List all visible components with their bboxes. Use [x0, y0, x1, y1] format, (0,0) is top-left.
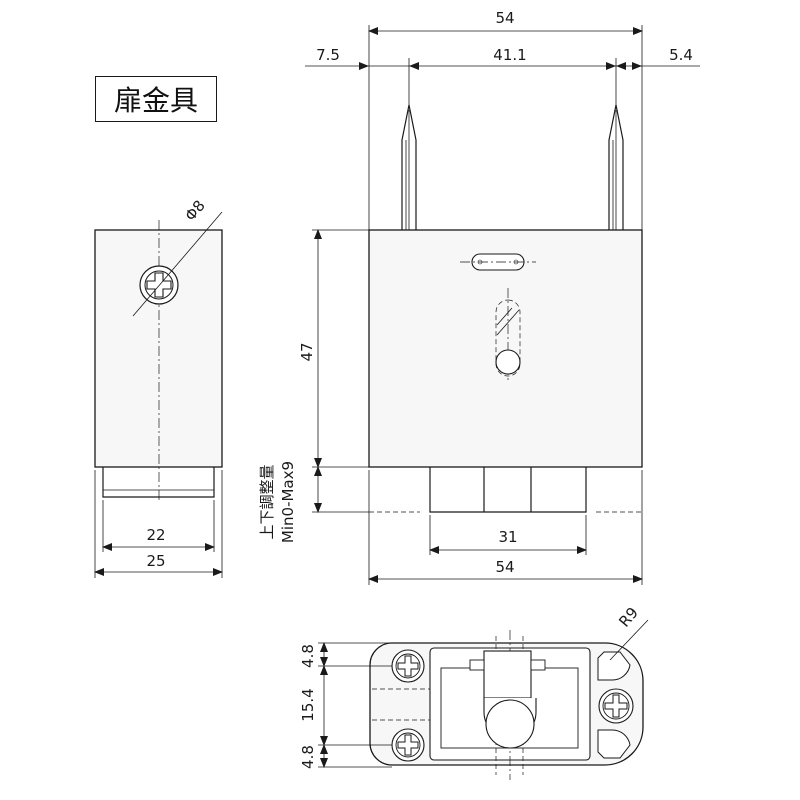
- plan-view: R9 4.8 15.4 4.8: [299, 604, 649, 780]
- dim-bottom-inner-width: 31: [498, 528, 517, 546]
- dim-height: 47: [298, 342, 316, 361]
- radius-label: R9: [615, 604, 642, 631]
- plan-boss: [485, 699, 535, 749]
- phillips-screw-icon: [391, 728, 425, 762]
- dim-side-inner-width: 22: [146, 526, 165, 544]
- front-view: 54 7.5 41.1 5.4 47 上下調整量 Min0-Max9 31 54: [258, 9, 700, 585]
- hidden-adjust-slot: [495, 299, 521, 377]
- dim-top-width: 54: [495, 9, 514, 27]
- dim-plan-bottom: 4.8: [299, 745, 317, 769]
- diameter-label: Φ8: [181, 197, 209, 225]
- phillips-screw-icon: [391, 649, 425, 683]
- pin-left: [401, 104, 417, 230]
- dim-right-offset: 5.4: [669, 46, 693, 64]
- phillips-screw-icon: [598, 688, 634, 724]
- radius-leader: [609, 619, 649, 661]
- side-view-adjuster: [102, 467, 215, 498]
- plan-slider: [483, 650, 532, 699]
- adjust-range-value: Min0-Max9: [279, 461, 297, 543]
- dim-side-outer-width: 25: [146, 552, 165, 570]
- pin-right: [608, 104, 624, 230]
- part-title: 扉金具: [95, 76, 217, 122]
- dim-left-offset: 7.5: [316, 46, 340, 64]
- adjust-range-label: 上下調整量: [258, 464, 276, 539]
- plan-cutout-bottom: [597, 729, 631, 759]
- phillips-screw-icon: [139, 265, 179, 305]
- dim-plan-middle: 15.4: [299, 688, 317, 721]
- diameter-leader: [132, 211, 223, 317]
- side-view: Φ8 22 25: [94, 197, 223, 578]
- dim-pin-spacing: 41.1: [493, 46, 526, 64]
- front-adjuster: [429, 467, 587, 513]
- dim-plan-top: 4.8: [299, 644, 317, 668]
- dim-bottom-width: 54: [495, 558, 514, 576]
- plan-cutout-top: [597, 651, 631, 681]
- adjust-boss: [495, 349, 521, 375]
